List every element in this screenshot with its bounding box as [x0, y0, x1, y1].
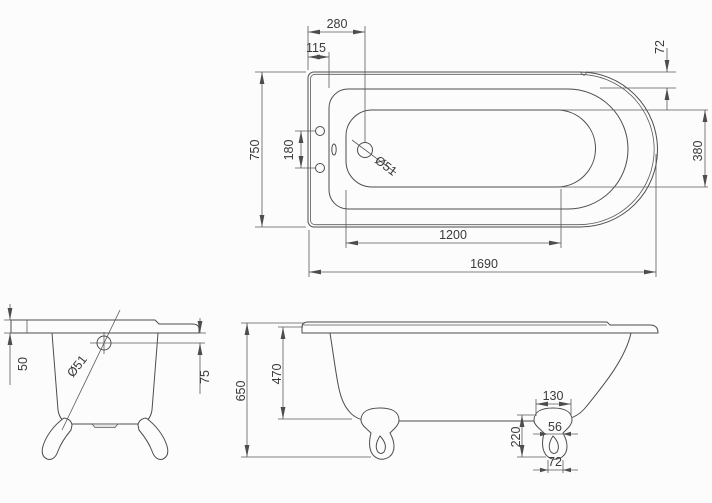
dimension-overall-width: 750	[248, 71, 306, 228]
tub-rim-roll-edge	[310, 73, 655, 226]
tub-body-side	[329, 332, 632, 422]
dim-overflow-below-rim-label: 75	[198, 370, 212, 384]
dimension-overall-length: 1690	[308, 154, 657, 277]
tap-hole-bottom	[315, 163, 325, 173]
tap-hole-top	[315, 126, 325, 136]
dim-foot-waist-width-label: 56	[548, 420, 562, 434]
dimension-rim-thickness: 50	[4, 304, 30, 385]
dimension-waste-offset: 280	[307, 17, 366, 142]
plan-view: 750 180 280 115 72	[248, 17, 708, 277]
dimension-foot-top-width: 130	[535, 389, 572, 416]
dimension-overall-height: 650	[234, 322, 371, 458]
dimension-tap-hole-spacing: 180	[282, 130, 316, 169]
dim-foot-top-width-label: 130	[543, 389, 564, 403]
dimension-foot-height: 220	[509, 414, 546, 458]
overflow-hole	[331, 143, 337, 156]
dim-waste-diameter-label: Ø51	[372, 153, 399, 178]
waste-hole	[357, 142, 373, 158]
dim-foot-height-label: 220	[509, 427, 523, 448]
dimension-foot-base-width: 72	[533, 455, 578, 473]
dimension-overflow-diameter: Ø51	[61, 309, 121, 431]
dim-overall-height-label: 650	[234, 381, 248, 402]
base-recess	[91, 423, 119, 428]
dim-waste-offset-label: 280	[327, 17, 348, 31]
claw-foot-left	[41, 417, 73, 460]
tub-outer-outline	[307, 71, 658, 228]
rim-side-profile	[301, 321, 659, 334]
dim-basin-end-width-label: 380	[691, 141, 705, 162]
dim-basin-length-label: 1200	[439, 228, 467, 242]
rim-profile	[10, 319, 200, 334]
dim-overflow-diameter-label: Ø51	[64, 353, 90, 380]
dimension-overflow-below-rim: 75	[197, 318, 212, 394]
claw-foot-front	[360, 407, 400, 460]
end-view: Ø51 50 75	[4, 304, 212, 460]
dim-rim-to-base-label: 470	[270, 364, 284, 385]
side-view: 650 470 130 56 220	[234, 321, 659, 473]
dimension-rim-width-end: 72	[585, 40, 676, 110]
dim-rim-thickness-label: 50	[16, 357, 30, 371]
dim-rim-inner-offset-label: 115	[306, 41, 326, 55]
claw-foot-right	[137, 417, 169, 460]
dim-overall-length-label: 1690	[470, 257, 498, 271]
dimension-foot-waist-width: 56	[533, 420, 578, 437]
dim-foot-base-width-label: 72	[548, 455, 562, 469]
edge-notch	[579, 71, 588, 77]
dim-tap-spacing-label: 180	[282, 140, 296, 161]
overflow-crosshair	[90, 332, 205, 354]
dim-overall-width-label: 750	[248, 140, 262, 161]
dim-rim-width-end-label: 72	[653, 40, 667, 54]
tub-body-end	[51, 332, 159, 425]
dimension-rim-to-base: 470	[270, 326, 352, 420]
rim-inner-outline	[328, 88, 629, 210]
dimension-basin-length: 1200	[345, 189, 562, 248]
dimension-basin-end-width: 380	[558, 109, 708, 188]
claw-foot-rear-detail	[548, 435, 559, 454]
basin-outline	[345, 109, 596, 188]
claw-foot-front-detail	[375, 435, 386, 454]
dimension-rim-inner-offset: 115	[306, 41, 330, 88]
dimension-waste-diameter: Ø51	[351, 139, 400, 179]
